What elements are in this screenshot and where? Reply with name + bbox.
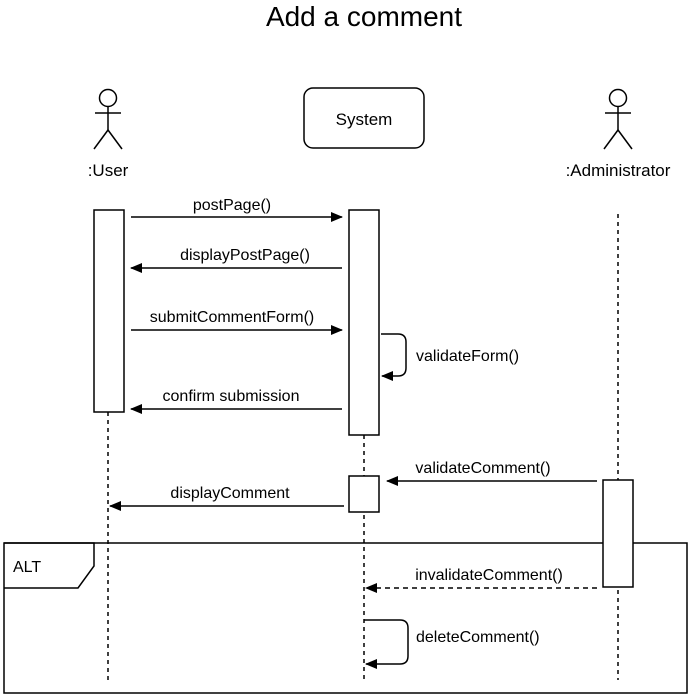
system-lifeline-box	[303, 87, 425, 149]
administrator-actor-icon	[603, 88, 633, 150]
diagram-title: Add a comment	[266, 1, 462, 32]
user-actor-label: :User	[88, 161, 129, 180]
administrator-activation-bar	[602, 479, 634, 588]
message-label-displaycomment: displayComment	[170, 485, 290, 502]
message-label-deletecomment: deleteComment()	[416, 629, 540, 646]
administrator-actor-label: :Administrator	[566, 161, 671, 180]
message-arrow-deletecomment	[364, 619, 409, 669]
alt-fragment-label: ALT	[13, 559, 41, 576]
system-activation-bar-1	[348, 209, 380, 436]
message-arrow-validateform	[381, 333, 407, 381]
message-label-confirmsubmission: confirm submission	[163, 388, 300, 405]
alt-fragment: ALT	[3, 542, 688, 694]
system-lifeline-label: System	[336, 110, 393, 129]
message-label-validatecomment: validateComment()	[415, 460, 550, 477]
message-label-invalidatecomment: invalidateComment()	[415, 567, 563, 584]
system-activation-bar-2	[348, 475, 380, 513]
user-actor-icon	[93, 88, 123, 150]
message-label-postpage: postPage()	[193, 197, 271, 214]
message-label-displaypostpage: displayPostPage()	[180, 247, 310, 264]
message-label-submitcommentform: submitCommentForm()	[150, 309, 314, 326]
message-label-validateform: validateForm()	[416, 348, 519, 365]
user-activation-bar	[93, 209, 125, 413]
